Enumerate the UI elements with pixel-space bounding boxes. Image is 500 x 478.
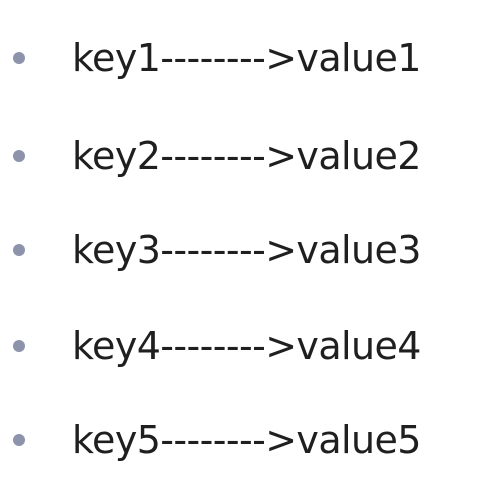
- bullet-icon: [13, 340, 25, 352]
- list-item-text: key1-------->value1: [72, 36, 421, 80]
- list-item-text: key4-------->value4: [72, 324, 421, 368]
- list-item: key5-------->value5: [0, 412, 500, 472]
- list-item-text: key3-------->value3: [72, 228, 421, 272]
- bullet-icon: [13, 52, 25, 64]
- list-item: key4-------->value4: [0, 318, 500, 378]
- bullet-icon: [13, 150, 25, 162]
- list-item: key2-------->value2: [0, 128, 500, 188]
- list-item: key3-------->value3: [0, 222, 500, 282]
- bullet-icon: [13, 244, 25, 256]
- bullet-icon: [13, 434, 25, 446]
- list-item-text: key5-------->value5: [72, 418, 421, 462]
- list-item: key1-------->value1: [0, 30, 500, 90]
- list-item-text: key2-------->value2: [72, 134, 421, 178]
